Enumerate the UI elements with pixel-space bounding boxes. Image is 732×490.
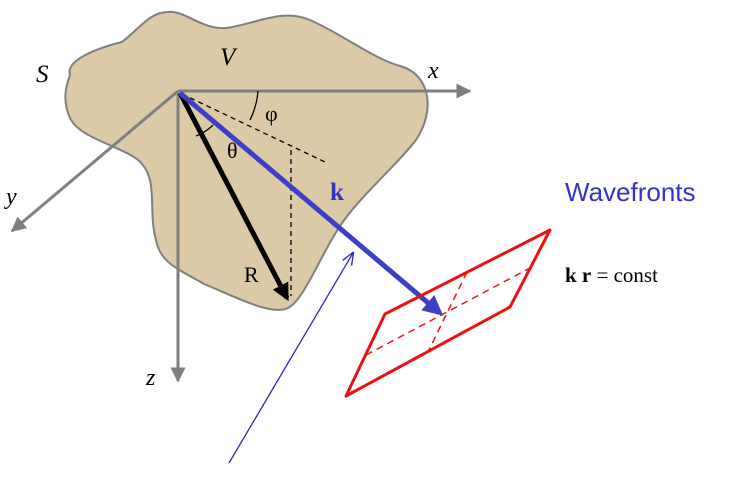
label-r: R <box>244 262 259 287</box>
pointer-arrow <box>228 253 353 464</box>
label-y: y <box>4 184 17 210</box>
label-z: z <box>145 365 156 391</box>
wavefronts-title: Wavefronts <box>565 177 696 207</box>
wavefront-midline-1 <box>365 267 531 356</box>
equation-kr: k r <box>565 263 591 287</box>
label-s: S <box>36 61 49 88</box>
label-k: k <box>330 179 344 206</box>
wavefront-plane <box>344 228 552 398</box>
label-v: V <box>220 44 238 71</box>
vector-k-arrow <box>178 91 444 316</box>
y-axis <box>10 89 179 233</box>
label-x: x <box>427 58 439 84</box>
scattering-body <box>64 10 429 311</box>
wavefront-equation: k r = const <box>565 263 658 287</box>
label-phi: φ <box>265 101 278 126</box>
vector-r-arrow <box>177 91 290 302</box>
equation-const: = const <box>591 263 658 287</box>
theta-arc <box>195 124 214 137</box>
wavefront-midline-2 <box>427 271 468 353</box>
label-theta: θ <box>227 138 238 163</box>
phi-arc <box>249 90 259 121</box>
